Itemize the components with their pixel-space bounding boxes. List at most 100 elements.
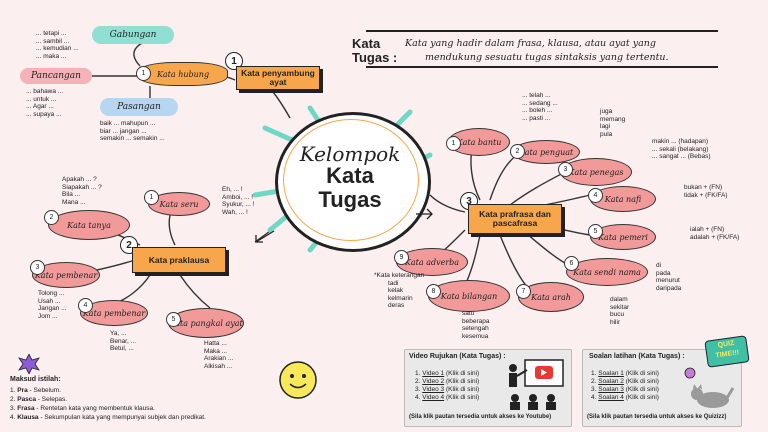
link-suffix: (Klik di sini) — [444, 370, 480, 377]
video-card-note: (Sila klik pautan tersedia untuk akses k… — [409, 414, 552, 420]
center-title-line2: Kata — [326, 163, 374, 188]
list-item: menurut — [656, 277, 680, 284]
list-item: ... tetapi ... — [36, 30, 67, 37]
legend-term: Klausa — [17, 414, 39, 421]
video-link-label[interactable]: Video 3 — [422, 386, 445, 393]
list-item: ... telah ... — [522, 92, 551, 99]
quiz-link-label[interactable]: Soalan 1 — [598, 370, 624, 377]
legend-title: Maksud istilah: — [10, 376, 61, 383]
quiz-link-2[interactable]: 2. Soalan 2 (Klik di sini) — [591, 378, 659, 385]
b3-node-4-number: 4 — [588, 188, 603, 203]
list-item: Siapakah ... ? — [62, 183, 102, 191]
b2-node-1-number: 1 — [144, 190, 159, 205]
gabungan-list: ... tetapi ... ... sambil ... ... kemudi… — [36, 30, 79, 60]
video-link-3[interactable]: 3. Video 3 (Klik di sini) — [415, 386, 480, 393]
list-item: beberapa — [462, 317, 490, 325]
video-link-label[interactable]: Video 1 — [422, 370, 445, 377]
list-item: memang — [600, 115, 626, 123]
list-item: kelmarin — [388, 294, 413, 302]
b3-node-1-list: ... telah ... ... sedang ... ... boleh .… — [522, 92, 558, 122]
list-item: kesemua — [462, 332, 489, 340]
legend-desc: - Selepas. — [36, 396, 68, 403]
quiz-link-label[interactable]: Soalan 3 — [598, 386, 624, 393]
list-item: Ya, ... — [110, 330, 127, 337]
list-item: pada — [656, 269, 671, 277]
list-item: Jom ... — [38, 312, 58, 320]
definition-line-2: mendukung sesuatu tugas sintaksis yang t… — [425, 52, 669, 63]
legend-number: 2. — [10, 396, 16, 403]
link-suffix: (Klik di sini) — [623, 378, 659, 385]
definition-line-1: Kata yang hadir dalam frasa, klausa, ata… — [405, 38, 656, 49]
b3-node-1-number: 1 — [446, 136, 461, 151]
definition-term-2: Tugas : — [352, 50, 398, 65]
video-link-2[interactable]: 2. Video 2 (Klik di sini) — [415, 378, 480, 385]
list-item: ... Agar ... — [26, 103, 54, 110]
list-item: Bila ... — [62, 191, 81, 198]
branch3-title: Kata prafrasa dan pascafrasa — [468, 204, 562, 234]
list-item: *Kata keterangan — [374, 272, 425, 279]
list-item: ... pasti ... — [522, 114, 551, 122]
legend-term: Pasca — [17, 396, 37, 403]
quiz-link-4[interactable]: 4. Soalan 4 (Klik di sini) — [591, 394, 659, 401]
list-item: Maka ... — [204, 347, 228, 355]
list-item: setengah — [462, 325, 489, 332]
list-item: lagi — [600, 123, 611, 130]
quiz-link-label[interactable]: Soalan 2 — [598, 378, 624, 385]
list-item: ... bahawa ... — [26, 88, 64, 95]
video-link-label[interactable]: Video 2 — [422, 378, 445, 385]
video-link-label[interactable]: Video 4 — [422, 394, 445, 401]
legend-list: 1. Pra - Sebelum. 2. Pasca - Selepas. 3.… — [10, 386, 206, 422]
legend-item: 1. Pra - Sebelum. — [10, 386, 206, 395]
video-card: Video Rujukan (Kata Tugas) : 1. Video 1 … — [404, 349, 572, 427]
list-item: Benar, ... — [110, 337, 137, 345]
b3-node-8: Kata bilangan — [428, 280, 510, 312]
link-suffix: (Klik di sini) — [623, 370, 659, 377]
list-item: juga — [600, 108, 613, 115]
legend-desc: - Rentetan kata yang membentuk klausa. — [34, 405, 155, 412]
legend-term: Pra — [17, 387, 28, 394]
video-link-4[interactable]: 4. Video 4 (Klik di sini) — [415, 394, 480, 401]
list-item: Amboi, ... ! — [222, 193, 254, 201]
arrow-icon — [255, 230, 275, 243]
list-item: Hatta ... — [204, 340, 227, 347]
definition-top-rule — [366, 30, 718, 32]
b2-node-5: Kata pangkal ayat — [168, 308, 244, 338]
b3-node-5: Kata pemeri — [590, 224, 656, 250]
quiz-links: 1. Soalan 1 (Klik di sini) 2. Soalan 2 (… — [591, 370, 659, 402]
quiz-link-label[interactable]: Soalan 4 — [598, 394, 624, 401]
b3-node-4-list: bukan + (FN) tidak + (FK/FA) — [684, 184, 728, 199]
arrow-icon — [416, 208, 433, 220]
quiz-link-1[interactable]: 1. Soalan 1 (Klik di sini) — [591, 370, 659, 377]
legend-item: 3. Frasa - Rentetan kata yang membentuk … — [10, 404, 206, 413]
presentation-video-icon — [509, 359, 564, 410]
video-card-title: Video Rujukan (Kata Tugas) : — [409, 353, 506, 360]
list-item: kelak — [388, 287, 404, 294]
list-item: hilir — [610, 318, 621, 326]
bug-icon — [684, 367, 696, 379]
b3-node-4: Kata nafi — [590, 186, 656, 212]
b3-node-7-number: 7 — [516, 284, 531, 299]
quiz-link-3[interactable]: 3. Soalan 3 (Klik di sini) — [591, 386, 659, 393]
video-link-1[interactable]: 1. Video 1 (Klik di sini) — [415, 370, 480, 377]
b3-node-9-list: *Kata keterangan tadi kelak kelmarin der… — [374, 272, 424, 310]
list-item: bucu — [610, 311, 625, 318]
b2-node-3-number: 3 — [30, 260, 45, 275]
list-item: bukan + (FN) — [684, 184, 723, 191]
legend-desc: - Sekumpulan kata yang mempunyai subjek … — [38, 414, 206, 421]
gabungan-label: Gabungan — [92, 26, 174, 44]
legend-desc: - Sebelum. — [27, 387, 61, 394]
b3-node-5-number: 5 — [588, 224, 603, 239]
legend-item: 2. Pasca - Selepas. — [10, 395, 206, 404]
list-item: ... sekali (belakang) — [652, 145, 709, 153]
list-item: pula — [600, 130, 613, 138]
quiz-time-badge: QUIZ TIME!!! — [704, 335, 750, 368]
pasangan-list: baik ... mahupun ... biar ... jangan ...… — [100, 120, 165, 143]
list-item: Arakian ... — [204, 355, 234, 362]
list-item: Mana ... — [62, 198, 86, 206]
list-item: sekitar — [610, 303, 630, 311]
b2-node-1-list: Eh, ... ! Amboi, ... ! Syukur, ... ! Wah… — [222, 186, 255, 216]
legend-number: 4. — [10, 414, 16, 421]
list-item: Usah ... — [38, 297, 61, 305]
b3-node-9-number: 9 — [394, 250, 409, 265]
b2-node-2-number: 2 — [44, 210, 59, 225]
